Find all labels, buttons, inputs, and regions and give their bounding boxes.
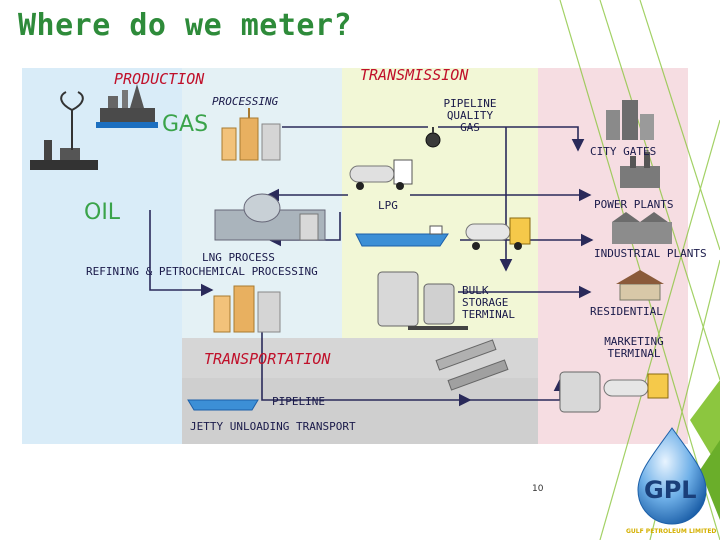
logo-text: GPL xyxy=(644,476,697,504)
industrial-plants-label: INDUSTRIAL PLANTS xyxy=(594,247,707,260)
house-icon xyxy=(616,270,664,301)
slide-title: Where do we meter? xyxy=(18,8,353,43)
pipe-icon xyxy=(435,339,509,391)
transportation-heading: TRANSPORTATION xyxy=(204,350,331,368)
production-heading: PRODUCTION xyxy=(114,70,205,88)
jetty-label: JETTY UNLOADING TRANSPORT xyxy=(190,420,356,433)
refining-label: REFINING & PETROCHEMICAL PROCESSING xyxy=(86,265,318,278)
bulk-storage-label: BULK STORAGE TERMINAL xyxy=(462,284,515,321)
drop-logo-icon xyxy=(637,427,707,525)
arrow-oil-to-refining xyxy=(149,210,214,297)
power-plant-icon xyxy=(620,152,660,188)
factory-icon xyxy=(612,212,672,244)
arrow-meter-to-citygates xyxy=(438,126,585,152)
oil-rig-icon xyxy=(30,84,158,170)
power-plants-label: POWER PLANTS xyxy=(594,198,674,211)
tanker-ship-icon xyxy=(355,225,449,247)
marketing-terminal-label: MARKETING TERMINAL xyxy=(604,335,664,360)
pipeline-quality-gas-label: PIPELINE QUALITY GAS xyxy=(443,97,497,134)
marketing-terminal-icon xyxy=(559,371,669,413)
pipeline-label: PIPELINE xyxy=(272,395,325,408)
storage-tank-icon xyxy=(377,271,468,330)
lng-plant-icon xyxy=(214,193,326,241)
logo-caption: GULF PETROLEUM LIMITED xyxy=(626,528,717,535)
gas-label: GAS xyxy=(162,112,209,137)
refinery-icon xyxy=(221,108,281,161)
lpg-label: LPG xyxy=(378,199,398,212)
transport-zone-lower xyxy=(182,378,538,444)
refinery-icon-2 xyxy=(213,285,281,333)
city-gates-label: CITY GATES xyxy=(590,145,657,158)
city-icon xyxy=(606,100,654,140)
tanker-truck-icon-2 xyxy=(465,217,531,250)
jetty-ship-icon xyxy=(187,399,259,411)
decor-triangle-2 xyxy=(700,440,720,520)
arrow-refining-to-transport xyxy=(261,320,472,407)
production-zone xyxy=(22,68,182,444)
tanker-truck-icon xyxy=(349,159,413,190)
decor-triangle xyxy=(690,380,720,470)
transmission-heading: TRANSMISSION xyxy=(360,66,469,84)
gas-meter-icon xyxy=(425,132,441,148)
processing-label: PROCESSING xyxy=(212,95,279,108)
lng-process-label: LNG PROCESS xyxy=(202,251,275,264)
residential-label: RESIDENTIAL xyxy=(590,305,663,318)
page-number: 10 xyxy=(532,484,544,494)
oil-label: OIL xyxy=(84,200,121,225)
